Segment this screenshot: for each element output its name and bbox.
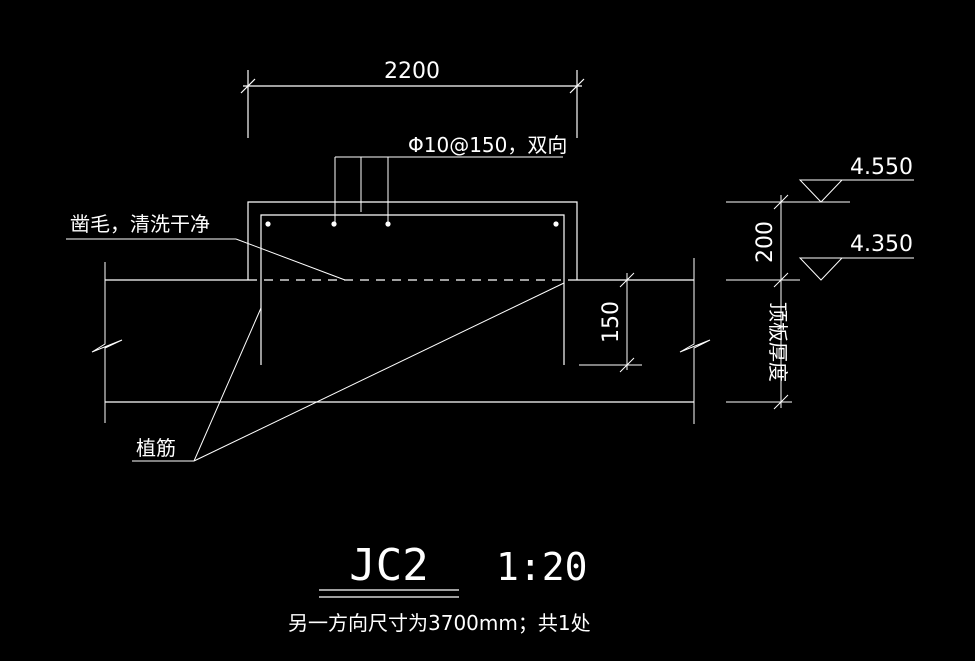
existing-slab (91, 258, 711, 424)
rebar-dot (265, 221, 271, 227)
rebar-dot (331, 221, 337, 227)
level-top-text: 4.550 (850, 155, 913, 180)
drawing-scale: 1:20 (496, 545, 588, 589)
concrete-block (247, 201, 578, 365)
level-marker-bottom: 4.350 (726, 232, 914, 281)
rebar-dot (385, 221, 391, 227)
level-bottom-text: 4.350 (850, 232, 913, 257)
depth-dimension: 150 (579, 272, 642, 373)
roughen-leader: 凿毛，清洗干净 (66, 212, 346, 281)
height-dimension-text: 200 (753, 221, 778, 263)
rebar-label: Φ10@150，双向 (408, 133, 567, 157)
width-dimension-text: 2200 (384, 59, 440, 84)
anchor-leader: 植筋 (132, 282, 565, 462)
depth-dimension-text: 150 (599, 301, 624, 343)
anchor-label: 植筋 (136, 436, 176, 460)
level-marker-top: 4.550 (798, 155, 914, 203)
width-dimension: 2200 (240, 59, 585, 138)
title-block: JC2 1:20 另一方向尺寸为3700mm；共1处 (288, 540, 591, 635)
drawing-note: 另一方向尺寸为3700mm；共1处 (288, 611, 591, 635)
height-dimension: 200 顶板厚度 (726, 194, 850, 410)
rebar-leader: Φ10@150，双向 (334, 133, 567, 225)
roughen-label: 凿毛，清洗干净 (70, 212, 210, 236)
drawing-title: JC2 (349, 540, 428, 591)
slab-thickness-label: 顶板厚度 (766, 302, 790, 382)
rebar-dot (553, 221, 559, 227)
